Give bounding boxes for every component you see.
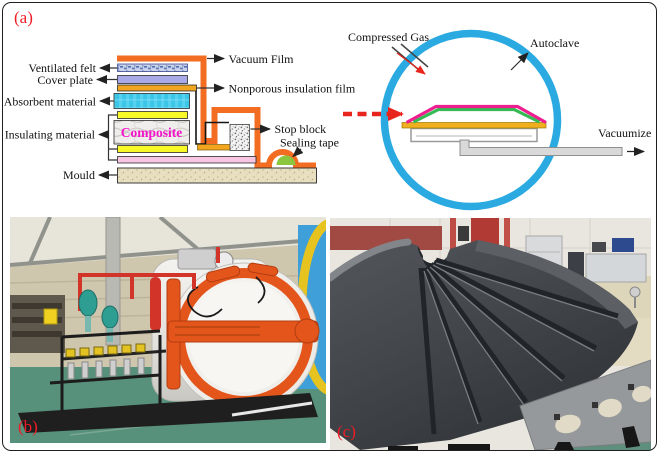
nonporous-film-layer — [117, 84, 197, 92]
support-beam — [519, 359, 651, 450]
valve-manifold — [61, 343, 167, 380]
red-piping — [78, 247, 220, 311]
vacuumize-label: Vacuumize — [598, 126, 651, 140]
sign-board — [458, 226, 469, 241]
vacuum-bag-assembly — [401, 104, 623, 156]
autoclave-pointer-arrow — [510, 52, 529, 71]
mould-layer — [117, 167, 317, 184]
autoclave-shell — [380, 29, 562, 211]
insulating-label: Insulating material — [5, 128, 96, 142]
support-legs — [388, 426, 640, 450]
insulating-yellow-top-layer — [117, 111, 188, 119]
autoclave-schematic: Compressed Gas Autoclave Vacuumize — [343, 29, 651, 211]
skid-frame — [49, 329, 162, 415]
composite-part-photo — [330, 218, 651, 450]
stop-block — [229, 124, 250, 151]
sealing-tape — [276, 155, 296, 165]
red-frame-post — [504, 218, 510, 260]
bag-magenta-layer — [405, 104, 547, 124]
nonporous-film-line — [195, 88, 229, 145]
layup-schematic: Composite Ventilated felt Cover plate Ab… — [4, 52, 356, 184]
motor-box — [177, 248, 217, 270]
door-cables — [187, 276, 266, 318]
panel-c-label: (c) — [337, 422, 356, 441]
cover-plate-layer — [117, 75, 188, 84]
vacuum-film-label: Vacuum Film — [229, 52, 295, 66]
panel-a-schematic: Composite Ventilated felt Cover plate Ab… — [4, 29, 651, 211]
roof-area — [10, 217, 326, 267]
shelf-rows — [12, 303, 62, 337]
autoclave-photo — [10, 217, 326, 443]
compressed-gas-label: Compressed Gas — [348, 30, 429, 44]
nonporous-label: Nonporous insulation film — [229, 82, 356, 96]
insulating-yellow-bottom-layer — [117, 145, 188, 153]
vacuum-pipe — [459, 139, 623, 156]
part-left-flange — [330, 238, 412, 282]
gas-inlet-line — [400, 43, 429, 68]
panel-a-label: (a) — [14, 8, 33, 27]
cover-plate-label: Cover plate — [37, 73, 93, 87]
desk-with-monitors — [585, 238, 647, 283]
warning-sign — [43, 308, 58, 325]
part-ribs — [418, 257, 619, 435]
absorbent-label: Absorbent material — [4, 95, 97, 109]
ventilated-felt-layer — [117, 63, 188, 72]
composite-label: Composite — [121, 125, 183, 140]
absorbent-layer — [113, 93, 190, 109]
insulating-pink-layer — [117, 156, 257, 164]
autoclave-label: Autoclave — [530, 36, 579, 50]
red-tank — [150, 277, 161, 331]
lock-bar-ribs — [175, 326, 260, 336]
door-actuators — [205, 262, 279, 283]
mould-label: Mould — [63, 168, 95, 182]
composite-layer — [113, 120, 190, 145]
part-right-flange — [475, 240, 638, 329]
panel-b-label: (b) — [18, 417, 38, 436]
vacuum-film-outline — [117, 55, 261, 163]
skid-base — [18, 393, 318, 433]
vacuum-film-bottom-strip — [254, 149, 316, 169]
sealing-tape-arrow — [292, 146, 304, 158]
bag-green-layer — [412, 107, 541, 124]
tool-plate — [401, 122, 547, 129]
red-frame-post — [450, 218, 456, 266]
ventilated-felt-label: Ventilated felt — [28, 61, 96, 75]
support-table — [410, 127, 538, 143]
floor-pipe — [231, 401, 313, 417]
stop-block-label: Stop block — [275, 122, 327, 136]
lock-bar-end-plate — [294, 318, 320, 344]
sealing-tape-label: Sealing tape — [280, 136, 339, 150]
roof-beams — [10, 217, 326, 267]
gas-flow-arrow — [396, 52, 426, 75]
